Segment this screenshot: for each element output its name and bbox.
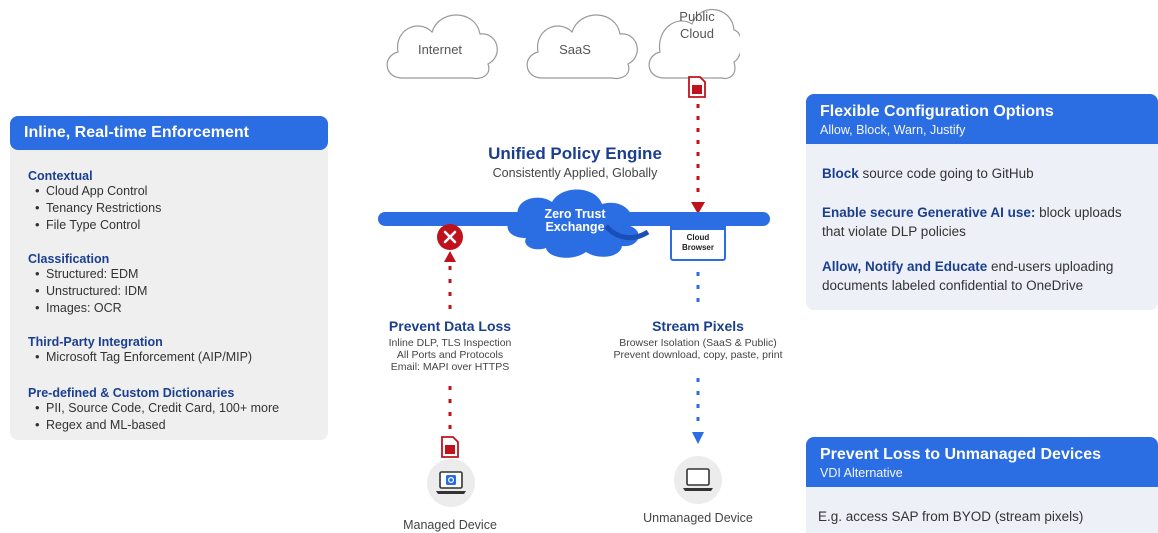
config-options-subtitle: Allow, Block, Warn, Justify bbox=[820, 123, 966, 137]
list-item: PII, Source Code, Credit Card, 100+ more bbox=[28, 399, 279, 417]
section-contextual: Contextual Cloud App Control Tenancy Res… bbox=[28, 169, 161, 234]
config-option-item: Allow, Notify and Educate end-users uplo… bbox=[822, 257, 1158, 295]
enforcement-panel-header: Inline, Real-time Enforcement bbox=[10, 116, 328, 150]
list-item: Images: OCR bbox=[28, 299, 147, 317]
prevent-data-loss-title: Prevent Data Loss bbox=[388, 318, 512, 334]
internet-cloud-icon bbox=[386, 14, 498, 80]
managed-file-icon bbox=[441, 436, 459, 458]
managed-flow-arrow bbox=[444, 251, 456, 436]
config-option-text: block uploads that violate DLP policies bbox=[822, 205, 1122, 239]
config-options-panel: Flexible Configuration Options Allow, Bl… bbox=[806, 94, 1158, 310]
config-option-bold: Allow, Notify and Educate bbox=[822, 259, 988, 274]
section-dictionaries: Pre-defined & Custom Dictionaries PII, S… bbox=[28, 386, 279, 434]
config-option-item: Block source code going to GitHub bbox=[822, 164, 1158, 183]
list-item: Unstructured: IDM bbox=[28, 282, 147, 300]
list-item: Regex and ML-based bbox=[28, 416, 279, 434]
cloud-browser-line2: Browser bbox=[681, 243, 714, 252]
unmanaged-devices-panel: Prevent Loss to Unmanaged Devices VDI Al… bbox=[806, 437, 1158, 533]
section-title: Third-Party Integration bbox=[28, 335, 163, 349]
stream-pixels-details: Browser Isolation (SaaS & Public) Preven… bbox=[594, 337, 802, 361]
config-options-title: Flexible Configuration Options bbox=[820, 103, 1054, 120]
exchange-label-line1: Zero Trust bbox=[544, 207, 606, 221]
saas-cloud-icon bbox=[526, 14, 638, 80]
config-option-bold: Enable secure Generative AI use: bbox=[822, 205, 1036, 220]
unmanaged-devices-text: E.g. access SAP from BYOD (stream pixels… bbox=[818, 509, 1084, 524]
exchange-label-line2: Exchange bbox=[545, 220, 605, 234]
unmanaged-devices-title: Prevent Loss to Unmanaged Devices bbox=[820, 446, 1101, 463]
pdl-line: All Ports and Protocols bbox=[396, 349, 504, 361]
unmanaged-devices-subtitle: VDI Alternative bbox=[820, 466, 903, 480]
clouds-group bbox=[386, 8, 740, 80]
section-classification: Classification Structured: EDM Unstructu… bbox=[28, 252, 147, 317]
public-cloud-flow-arrow bbox=[691, 104, 705, 214]
unmanaged-devices-header: Prevent Loss to Unmanaged Devices VDI Al… bbox=[806, 437, 1158, 487]
sp-line: Browser Isolation (SaaS & Public) bbox=[619, 337, 777, 349]
config-option-bold: Block bbox=[822, 166, 859, 181]
prevent-data-loss-details: Inline DLP, TLS Inspection All Ports and… bbox=[350, 337, 550, 373]
section-title: Pre-defined & Custom Dictionaries bbox=[28, 386, 235, 400]
cloud-label-saas: SaaS bbox=[559, 42, 591, 57]
list-item: Cloud App Control bbox=[28, 182, 161, 200]
config-option-item: Enable secure Generative AI use: block u… bbox=[822, 203, 1132, 241]
pdl-line: Email: MAPI over HTTPS bbox=[390, 361, 510, 373]
block-x-icon bbox=[437, 224, 463, 250]
list-item: File Type Control bbox=[28, 216, 161, 234]
cloud-browser-box: Cloud Browser bbox=[670, 221, 726, 261]
cloud-browser-line1: Cloud bbox=[686, 233, 710, 242]
config-option-text: end-users uploading documents labeled co… bbox=[822, 259, 1114, 293]
sp-line: Prevent download, copy, paste, print bbox=[613, 349, 783, 361]
managed-laptop-icon bbox=[427, 459, 475, 507]
list-item: Structured: EDM bbox=[28, 265, 147, 283]
policy-engine-subtitle: Consistently Applied, Globally bbox=[492, 166, 658, 180]
cloud-label-public-cloud: Public Cloud bbox=[679, 9, 715, 41]
stream-pixels-title: Stream Pixels bbox=[652, 318, 744, 334]
unmanaged-device-label: Unmanaged Device bbox=[643, 511, 753, 525]
exchange-label: Zero Trust Exchange bbox=[520, 208, 630, 234]
pdl-line: Inline DLP, TLS Inspection bbox=[388, 337, 512, 349]
cloud-label-internet: Internet bbox=[417, 42, 463, 57]
managed-device-label: Managed Device bbox=[403, 518, 497, 532]
unmanaged-flow-arrow bbox=[692, 272, 704, 444]
config-options-header: Flexible Configuration Options Allow, Bl… bbox=[806, 94, 1158, 144]
browser-titlebar bbox=[672, 223, 724, 230]
section-third-party: Third-Party Integration Microsoft Tag En… bbox=[28, 335, 252, 366]
config-option-text: source code going to GitHub bbox=[858, 166, 1034, 181]
unmanaged-laptop-icon bbox=[674, 456, 722, 504]
list-item: Tenancy Restrictions bbox=[28, 199, 161, 217]
public-cloud-icon bbox=[648, 8, 740, 80]
policy-engine-title: Unified Policy Engine bbox=[488, 144, 662, 163]
section-title: Contextual bbox=[28, 169, 93, 183]
section-title: Classification bbox=[28, 252, 110, 266]
file-icon bbox=[688, 76, 706, 98]
list-item: Microsoft Tag Enforcement (AIP/MIP) bbox=[28, 348, 252, 366]
